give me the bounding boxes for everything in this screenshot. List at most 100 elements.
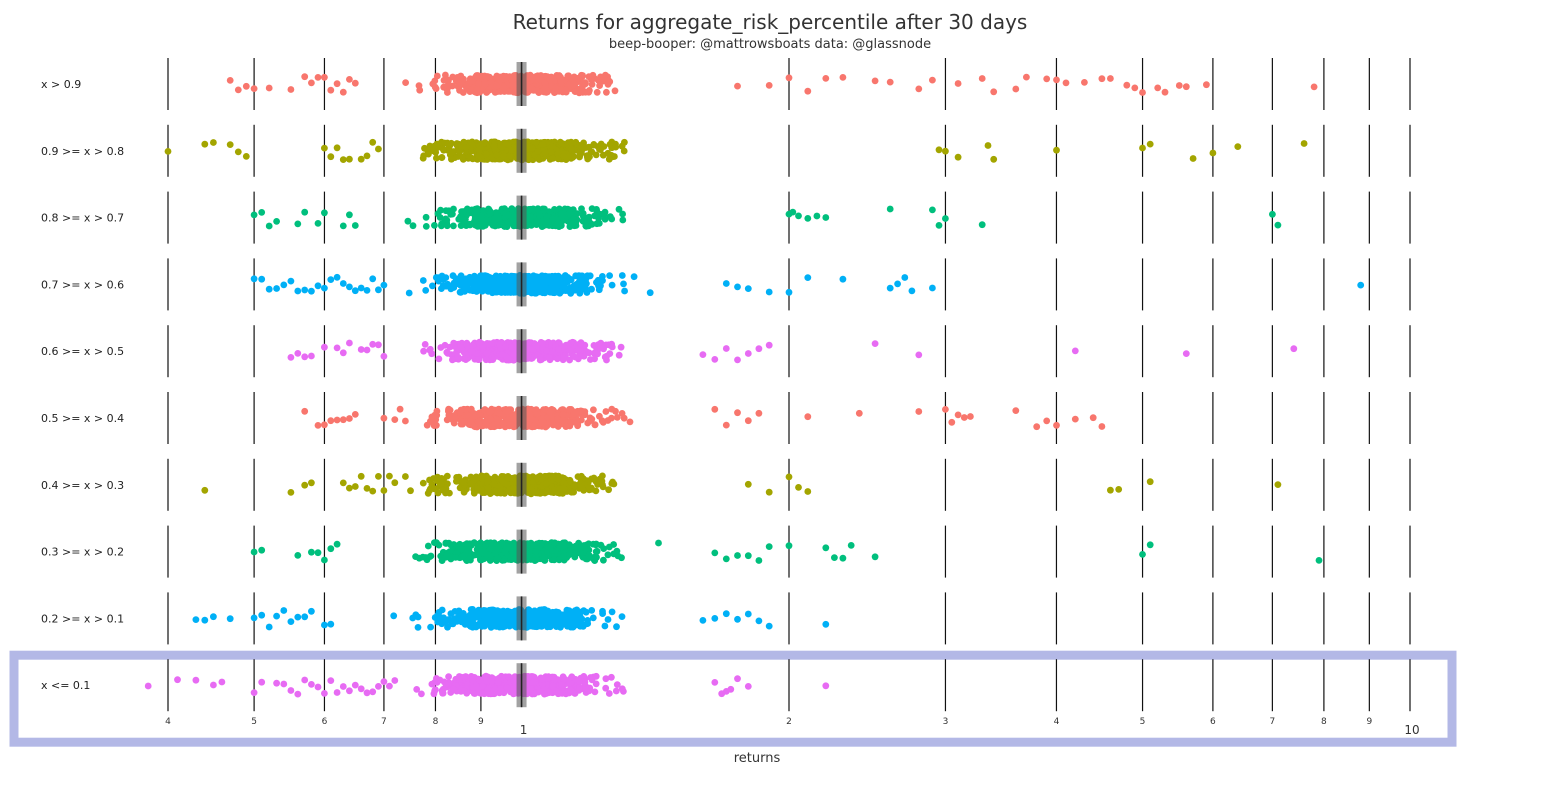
data-point [571,88,579,95]
data-point [568,488,575,496]
data-point [822,75,830,82]
data-point [449,282,456,290]
data-point [588,148,596,156]
data-point [462,406,470,413]
data-point [504,219,512,227]
data-point [431,222,438,229]
data-point [504,211,512,219]
data-point [482,418,489,426]
data-point [595,77,602,84]
data-point [333,344,341,352]
data-point [483,89,490,96]
data-point [602,408,610,415]
data-point [489,286,497,294]
data-point [380,281,388,289]
data-point [482,216,490,224]
highlight-layer [9,650,1457,747]
data-point [578,205,585,213]
data-point [568,146,575,153]
data-point [722,555,730,563]
data-point [585,687,593,695]
data-point [593,88,601,96]
data-point [443,551,451,559]
data-point [599,483,607,491]
data-point [454,74,461,81]
data-point [435,355,443,363]
data-point [507,272,515,280]
data-point [765,341,773,349]
data-point [541,554,548,561]
data-point [294,552,302,559]
data-point [499,286,507,294]
data-point [596,145,603,153]
data-point [556,485,564,493]
data-point [532,139,540,146]
data-point [465,276,472,284]
data-point [321,209,328,217]
data-point [550,556,558,564]
data-point [339,280,347,287]
data-point [630,273,638,281]
data-point [433,72,441,80]
data-point [1098,75,1106,83]
data-point [234,148,242,156]
data-point [655,539,662,547]
data-point [210,139,217,146]
data-point [287,489,295,496]
data-point [557,139,565,147]
data-point [699,351,707,358]
data-point [1357,281,1365,289]
data-point [744,350,752,357]
data-point [492,622,499,630]
data-point [484,484,492,492]
data-point [541,149,549,157]
data-point [575,272,583,280]
data-point [301,73,309,81]
data-point [1269,210,1276,218]
data-point [469,676,476,684]
data-point [357,284,365,292]
data-point [549,154,557,162]
data-point [590,342,598,349]
data-point [765,82,773,89]
data-point [608,405,616,413]
data-point [530,345,538,353]
data-point [755,617,763,625]
data-point [549,475,557,483]
data-point [527,415,535,423]
data-point [280,607,288,614]
data-point [500,152,507,160]
data-point [475,80,482,88]
data-point [954,153,962,161]
data-point [226,615,234,623]
data-point [469,540,476,548]
data-point [375,286,382,294]
data-point [543,213,550,221]
data-point [599,607,606,615]
data-point [886,205,894,213]
data-point [351,79,359,87]
data-point [477,212,485,220]
data-point [351,222,359,229]
data-point [431,686,439,693]
data-point [530,422,538,429]
data-point [804,413,812,421]
data-point [646,289,654,297]
data-point [363,287,371,294]
data-point [433,675,440,682]
data-point [596,344,604,352]
data-point [265,285,273,293]
data-point [473,608,481,616]
data-point [391,416,399,423]
data-point [1146,140,1154,148]
data-point [455,607,463,615]
data-point [822,620,830,628]
data-point [582,608,590,616]
data-point [420,347,427,355]
data-point [576,686,583,693]
data-point [487,209,494,217]
data-point [558,210,565,218]
data-point [1146,541,1154,549]
data-point [785,74,793,82]
